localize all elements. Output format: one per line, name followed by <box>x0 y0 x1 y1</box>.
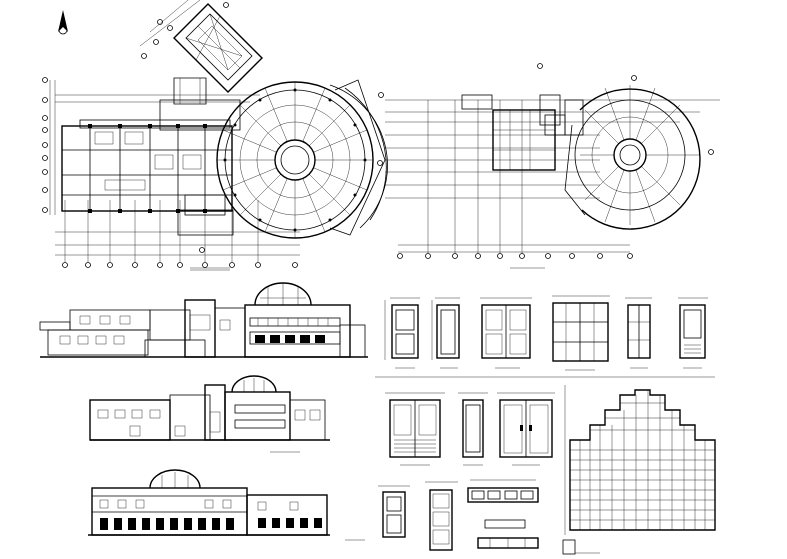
structural-columns <box>88 124 207 213</box>
interior-rooms <box>62 126 234 236</box>
window-band-front <box>59 314 341 345</box>
window-grid-elevation <box>564 385 716 554</box>
floor-plan-2 <box>378 63 720 269</box>
circular-hall-plan-2 <box>537 63 714 230</box>
elevation-side <box>89 375 330 453</box>
floor-plan-1 <box>42 0 388 271</box>
door-schedule-row-1 <box>375 295 715 378</box>
grid-bubbles-left <box>42 77 56 215</box>
door-schedule-row-2 <box>385 392 555 466</box>
rotated-square-wing <box>139 0 263 105</box>
north-arrow-icon <box>58 10 68 35</box>
grid-bubbles-bottom-2 <box>397 100 633 259</box>
elevation-rear <box>88 469 365 541</box>
circular-hall-plan <box>199 79 388 253</box>
window-band-side <box>97 404 321 437</box>
dimension-lines-top <box>55 94 300 256</box>
elevation-front <box>39 282 368 358</box>
window-band-rear <box>99 499 322 530</box>
small-details <box>378 479 576 555</box>
